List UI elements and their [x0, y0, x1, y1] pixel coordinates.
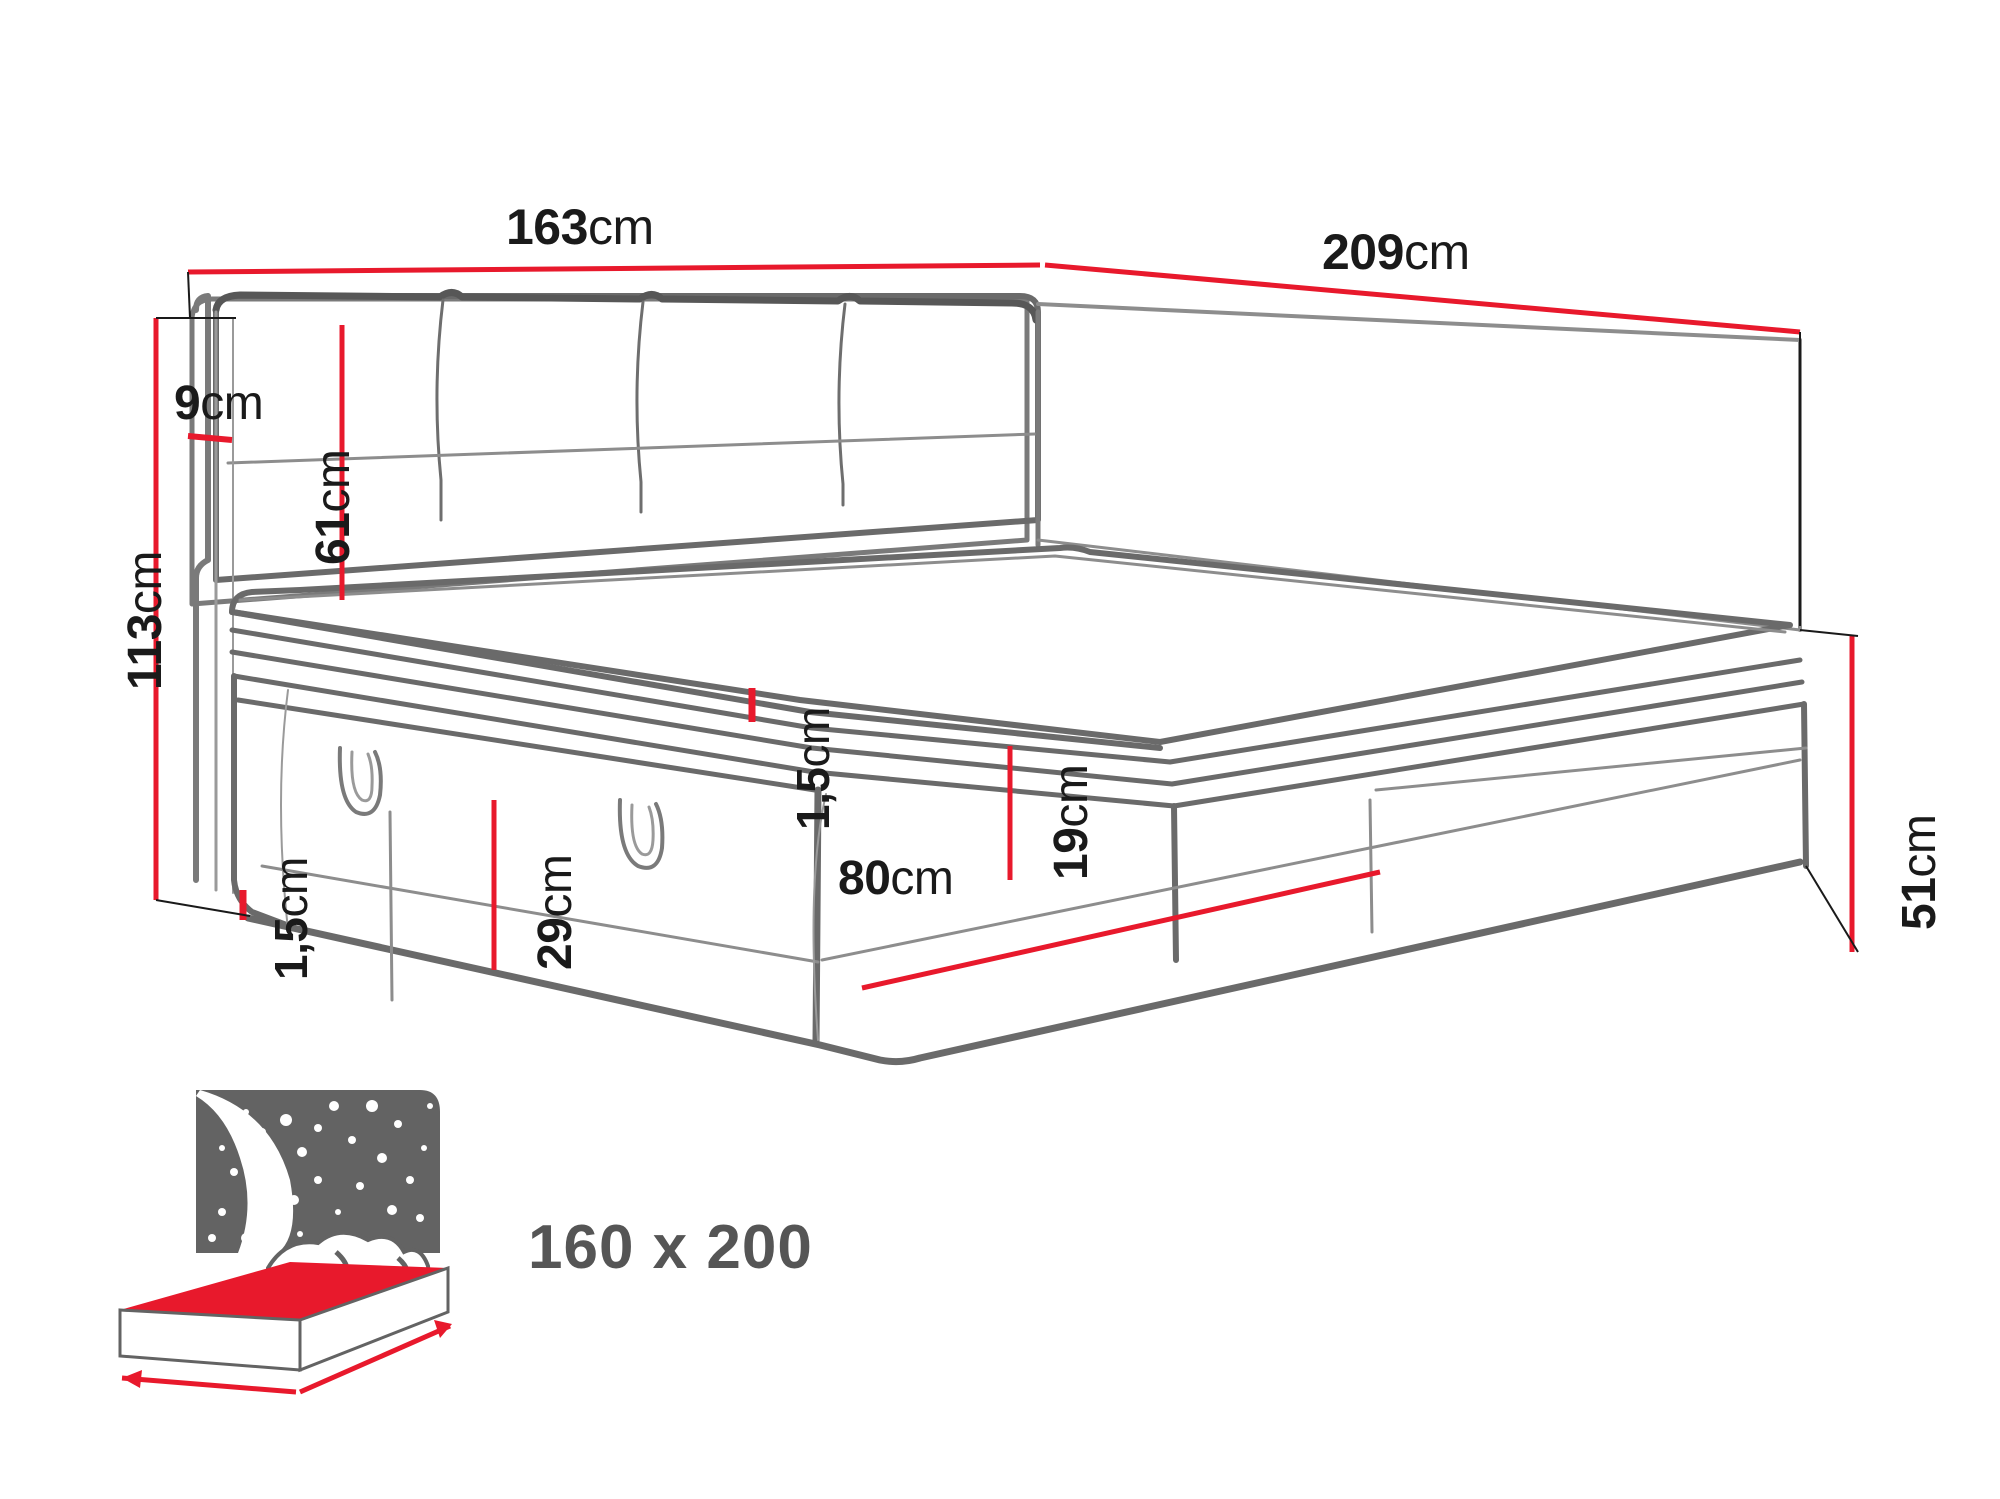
base-right-face: [1171, 803, 1179, 963]
dimension-lines: [153, 262, 1855, 991]
dim-label-9: 9cm: [174, 377, 264, 430]
drawer-handle-2-inner: [630, 803, 655, 857]
dimline-9: [187, 433, 233, 443]
drawer-handle-1-inner: [350, 750, 374, 803]
headboard-left-post: [193, 293, 211, 883]
dim-label-51: 51cm: [1893, 814, 1946, 930]
dim-label-mattress-topper: 1,5cm: [787, 707, 839, 830]
mattress-band-3: [231, 673, 1807, 809]
dim-label-29: 29cm: [529, 854, 582, 970]
dimline-163: [187, 262, 1041, 275]
dim-label-209: 209cm: [1322, 224, 1470, 280]
extline-right-51-bottom: [1805, 865, 1859, 953]
dimline-80: [861, 869, 1381, 991]
mattress-left-front-edge: [229, 609, 1163, 751]
extline-top-left: [187, 271, 191, 319]
icon-mattress-side-right: [298, 1265, 450, 1373]
dim-label-foot-thickness: 1,5cm: [265, 857, 317, 980]
tufting-seam-1: [435, 298, 445, 522]
headboard-mid-seam: [226, 432, 1037, 465]
mattress-top-surface: [229, 544, 1793, 745]
bed-illustration: [189, 289, 1809, 1066]
icon-moon: [196, 1090, 294, 1253]
drawer-handle-2: [617, 798, 665, 870]
base-seam-left: [388, 810, 394, 1002]
dimline-209: [1044, 262, 1801, 335]
extline-bottom-left: [155, 899, 251, 917]
base-lower-band-right: [820, 758, 1802, 962]
mattress-band-1: [229, 627, 1803, 765]
headboard-top-edge: [212, 289, 1040, 324]
icon-mattress-side: [118, 1308, 302, 1372]
dim-label-113: 113cm: [119, 551, 172, 690]
base-left-fold: [280, 689, 289, 931]
base-corner-fold: [812, 793, 827, 1041]
tufting-seam-2: [635, 300, 645, 514]
base-seam-right-1: [1368, 798, 1374, 934]
tufting-seam-3: [837, 302, 847, 507]
dim-label-80: 80cm: [838, 852, 954, 905]
headboard-outline: [189, 296, 1030, 607]
extline-right-51-top: [1799, 629, 1859, 637]
icon-dimension-arrows: [121, 1320, 452, 1395]
dim-label-61: 61cm: [307, 449, 360, 565]
dim-label-19: 19cm: [1045, 764, 1098, 880]
dim-label-163: 163cm: [506, 199, 654, 255]
mattress-band-2: [229, 649, 1805, 787]
mattress-top-edge-line: [238, 554, 1787, 634]
base-lower-band: [260, 864, 820, 964]
drawer-handle-1: [337, 746, 383, 816]
base-front-face-top: [235, 697, 818, 793]
mattress-size-label: 160 x 200: [528, 1213, 813, 1282]
base-seam-right-2: [1374, 746, 1808, 792]
icon-stars: [208, 1100, 433, 1249]
headboard-back-panel: [1036, 302, 1802, 632]
extension-lines: [155, 271, 1859, 953]
sleeping-on-mattress-icon: [118, 1090, 452, 1395]
icon-mattress-top: [120, 1262, 448, 1320]
base-right-bottom-edge: [1801, 701, 1809, 869]
base-bottom-front: [244, 858, 1804, 1066]
